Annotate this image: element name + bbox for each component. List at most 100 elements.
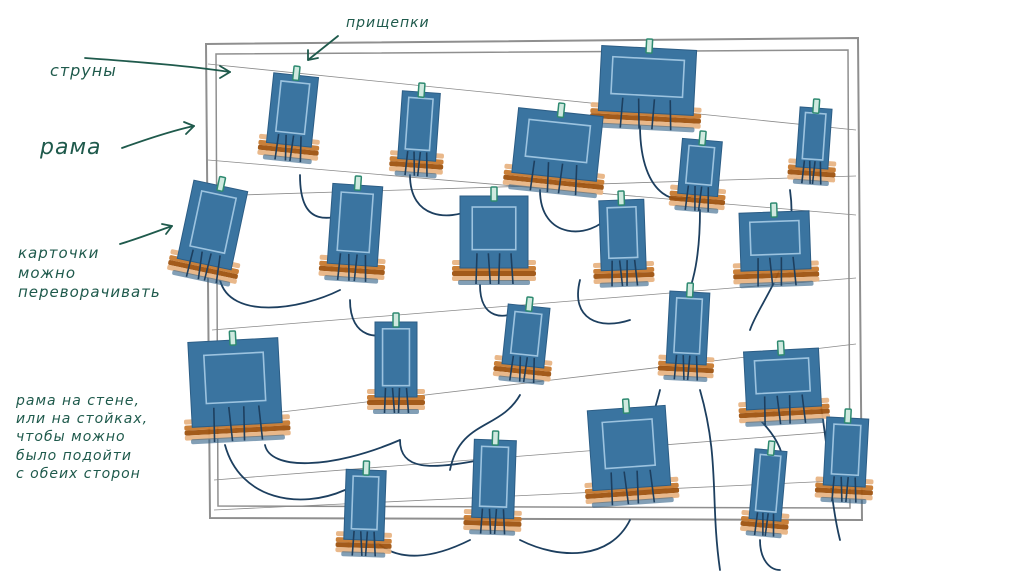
clothespin-icon — [843, 408, 852, 424]
card-thread — [772, 513, 775, 537]
card-thread — [203, 253, 212, 281]
card-thread — [348, 253, 350, 281]
card-thread — [697, 186, 703, 212]
yarn-band — [740, 520, 789, 530]
card-inner-frame — [381, 328, 411, 387]
card-thread — [257, 405, 264, 440]
yarn-band — [669, 195, 726, 206]
yarn-band — [739, 413, 831, 424]
clothespin-icon — [216, 175, 227, 192]
card-thread — [425, 152, 428, 177]
yarn-band — [367, 405, 425, 410]
clothespin-icon — [698, 130, 707, 147]
card-thread — [626, 260, 628, 286]
card-thread — [618, 260, 624, 287]
yarn-band — [184, 425, 291, 436]
yarn-band — [184, 430, 291, 441]
card-thread — [840, 476, 843, 502]
hanging-card — [738, 340, 831, 427]
card-thread — [487, 253, 492, 285]
clothespin-icon — [766, 440, 776, 457]
card-thread — [510, 253, 514, 285]
label-frame: рама — [40, 135, 102, 160]
yarn-band — [389, 161, 444, 170]
card-thread — [502, 509, 506, 535]
hanging-card — [502, 102, 605, 199]
card-thread — [215, 255, 221, 284]
yarn-band — [502, 179, 604, 195]
yarn-band — [335, 542, 392, 549]
card-thread — [669, 100, 672, 131]
hanging-card — [787, 98, 837, 187]
card-thread — [557, 163, 564, 194]
card-thread — [508, 355, 515, 381]
card-thread — [212, 407, 216, 443]
card-inner-frame — [830, 423, 862, 477]
hanging-card — [367, 312, 425, 414]
card-thread — [397, 387, 401, 414]
card-thread — [518, 356, 522, 382]
card-thread — [854, 477, 857, 503]
label-wall-mount: рама на стене, или на стойках, чтобы мож… — [16, 393, 149, 482]
yarn-band — [787, 174, 836, 183]
card-thread — [546, 162, 550, 193]
hanging-card — [463, 430, 522, 536]
card-thread — [373, 531, 377, 557]
clothespin-icon — [292, 65, 301, 82]
clothespin-icon — [228, 330, 237, 346]
yarn-band — [733, 271, 820, 280]
card-body — [459, 195, 529, 269]
hanging-card — [183, 330, 291, 445]
card-thread — [633, 259, 639, 286]
yarn-band — [593, 271, 655, 279]
card-thread — [808, 160, 811, 184]
card-thread — [753, 512, 759, 536]
hanging-card — [668, 130, 727, 214]
card-inner-frame — [606, 205, 639, 260]
card-thread — [764, 513, 770, 537]
yarn-band — [388, 166, 443, 175]
clothespin-icon — [621, 398, 631, 414]
card-thread — [351, 530, 355, 556]
yarn-band — [463, 520, 522, 527]
yarn-band — [318, 270, 385, 281]
hanging-card — [740, 440, 790, 539]
card-thread — [757, 258, 759, 287]
card-thread — [405, 387, 410, 414]
card-thread — [801, 160, 806, 184]
yarn-band — [452, 276, 536, 281]
clothespin-icon — [353, 175, 363, 191]
clothespin-icon — [362, 460, 371, 476]
card-thread — [493, 508, 498, 535]
hanging-card — [732, 202, 820, 289]
card-body — [397, 90, 441, 162]
card-body — [511, 107, 604, 182]
card-thread — [649, 469, 656, 503]
yarn-band — [585, 487, 680, 500]
card-inner-frame — [336, 191, 375, 254]
clothespin-icon — [556, 102, 566, 119]
card-thread — [299, 136, 302, 163]
yarn-band — [590, 113, 701, 124]
card-thread — [811, 161, 816, 185]
hanging-card — [257, 65, 320, 165]
card-thread — [353, 254, 358, 282]
card-thread — [359, 531, 363, 556]
card-inner-frame — [524, 118, 592, 164]
card-body — [326, 182, 384, 268]
card-thread — [686, 355, 691, 381]
clothespin-icon — [524, 296, 534, 313]
card-thread — [788, 395, 791, 424]
yarn-band — [585, 492, 680, 505]
yarn-band — [589, 118, 701, 129]
yarn-band — [257, 149, 319, 161]
yarn-band — [167, 264, 237, 284]
card-thread — [780, 257, 783, 286]
hanging-card — [335, 460, 392, 558]
card-thread — [637, 98, 640, 129]
card-inner-frame — [610, 55, 686, 99]
card-thread — [529, 160, 536, 191]
card-thread — [242, 406, 246, 441]
yarn-band — [814, 492, 873, 501]
yarn-band — [493, 365, 552, 377]
